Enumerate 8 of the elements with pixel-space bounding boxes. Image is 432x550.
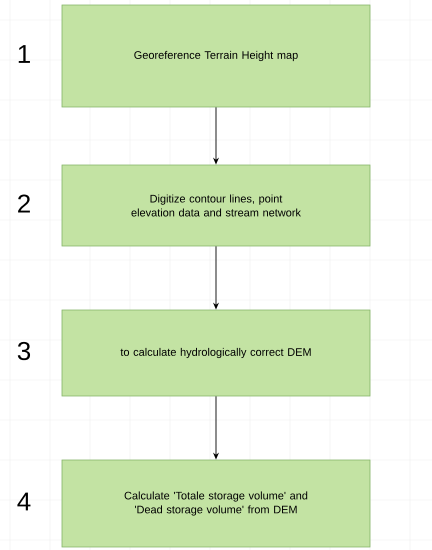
step-number: 2 [18,194,30,213]
process-box: Digitize contour lines, point elevation data and stream network [62,164,370,246]
process-box: Calculate 'Totale storage volume' and 'Dead storage volume' from DEM [62,460,370,548]
step-number: 3 [18,342,30,360]
step-number: 4 [17,492,30,510]
step-number: 1 [18,45,30,63]
process-box: Georeference Terrain Height map [62,4,370,108]
process-box: to calculate hydrologically correct DEM [62,310,370,396]
